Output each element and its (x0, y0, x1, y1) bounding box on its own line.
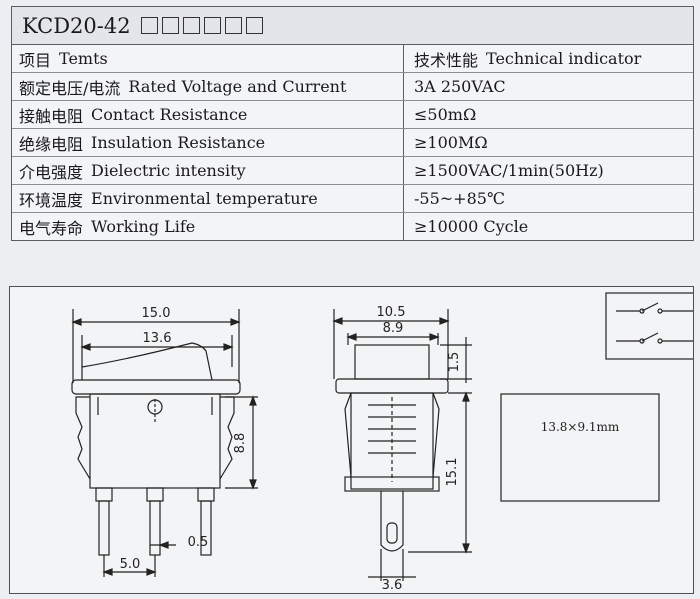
technical-drawing: 15.0 13.6 8.8 0.5 5.0 10.5 8.9 1.5 15.1 … (9, 286, 694, 594)
row-item: 环境温度 Environmental temperature (12, 185, 404, 212)
spec-table: KCD20-42 项目 Temts 技术性能 Technical indicat… (11, 6, 694, 241)
row-item-en: Environmental temperature (91, 189, 318, 208)
row-item-cn: 绝缘电阻 (19, 134, 84, 154)
row-item-en: Working Life (91, 217, 196, 236)
placeholder-box (161, 17, 179, 34)
row-item-cn: 电气寿命 (19, 218, 84, 238)
placeholder-box (224, 17, 242, 34)
row-item: 电气寿命 Working Life (12, 213, 404, 240)
placeholder-box (245, 17, 263, 34)
row-item-en: Contact Resistance (91, 105, 248, 124)
dim-pin-width: 0.5 (188, 535, 209, 550)
row-value: ≥100MΩ (414, 133, 488, 152)
row-item: 介电强度 Dielectric intensity (12, 157, 404, 184)
table-row: 介电强度 Dielectric intensity ≥1500VAC/1min(5… (12, 157, 693, 185)
row-item-en: Insulation Resistance (91, 133, 266, 152)
row-value: ≥1500VAC/1min(50Hz) (414, 161, 604, 180)
placeholder-box (140, 17, 158, 34)
placeholder-box (182, 17, 200, 34)
row-item-en: Dielectric intensity (91, 161, 246, 180)
dim-side-height: 15.1 (445, 458, 460, 487)
row-item-cn: 介电强度 (19, 162, 84, 182)
dim-side-top-height: 1.5 (447, 352, 462, 373)
row-value: ≥10000 Cycle (414, 217, 529, 236)
table-title: KCD20-42 (12, 7, 693, 45)
row-value: 3A 250VAC (414, 77, 506, 96)
model-name: KCD20-42 (22, 13, 131, 38)
header-indicator-cn: 技术性能 (414, 50, 479, 70)
table-row: 环境温度 Environmental temperature -55~+85℃ (12, 185, 693, 213)
row-item-cn: 环境温度 (19, 190, 84, 210)
cutout-label: 13.8×9.1mm (541, 420, 620, 434)
row-item-en: Rated Voltage and Current (128, 77, 347, 96)
table-header-row: 项目 Temts 技术性能 Technical indicator (12, 45, 693, 73)
row-value: -55~+85℃ (414, 189, 505, 208)
header-item-en: Temts (59, 49, 108, 68)
header-indicator-en: Technical indicator (486, 49, 642, 68)
dim-height: 8.8 (233, 433, 248, 454)
header-indicator: 技术性能 Technical indicator (404, 45, 693, 72)
drawing-svg: 15.0 13.6 8.8 0.5 5.0 10.5 8.9 1.5 15.1 … (71, 292, 693, 593)
table-row: 绝缘电阻 Insulation Resistance ≥100MΩ (12, 129, 693, 157)
dim-width-inner: 13.6 (143, 331, 172, 346)
circuit-symbol (605, 292, 693, 360)
row-item: 接触电阻 Contact Resistance (12, 101, 404, 128)
header-item-cn: 项目 (19, 50, 52, 70)
dim-side-width-outer: 10.5 (377, 305, 406, 320)
header-item: 项目 Temts (12, 45, 404, 72)
row-item: 额定电压/电流 Rated Voltage and Current (12, 73, 404, 100)
cutout-box (500, 393, 660, 502)
dim-width-outer: 15.0 (142, 306, 171, 321)
dim-side-width-inner: 8.9 (383, 321, 404, 336)
dim-pin-pitch: 5.0 (120, 557, 141, 572)
table-row: 接触电阻 Contact Resistance ≤50mΩ (12, 101, 693, 129)
front-view (71, 309, 258, 577)
table-row: 额定电压/电流 Rated Voltage and Current 3A 250V… (12, 73, 693, 101)
placeholder-box (203, 17, 221, 34)
dim-side-pin-width: 3.6 (382, 578, 403, 593)
row-item-cn: 接触电阻 (19, 106, 84, 126)
row-value: ≤50mΩ (414, 105, 477, 124)
row-item: 绝缘电阻 Insulation Resistance (12, 129, 404, 156)
table-row: 电气寿命 Working Life ≥10000 Cycle (12, 213, 693, 240)
row-item-cn: 额定电压/电流 (19, 78, 121, 98)
side-view (332, 309, 472, 581)
